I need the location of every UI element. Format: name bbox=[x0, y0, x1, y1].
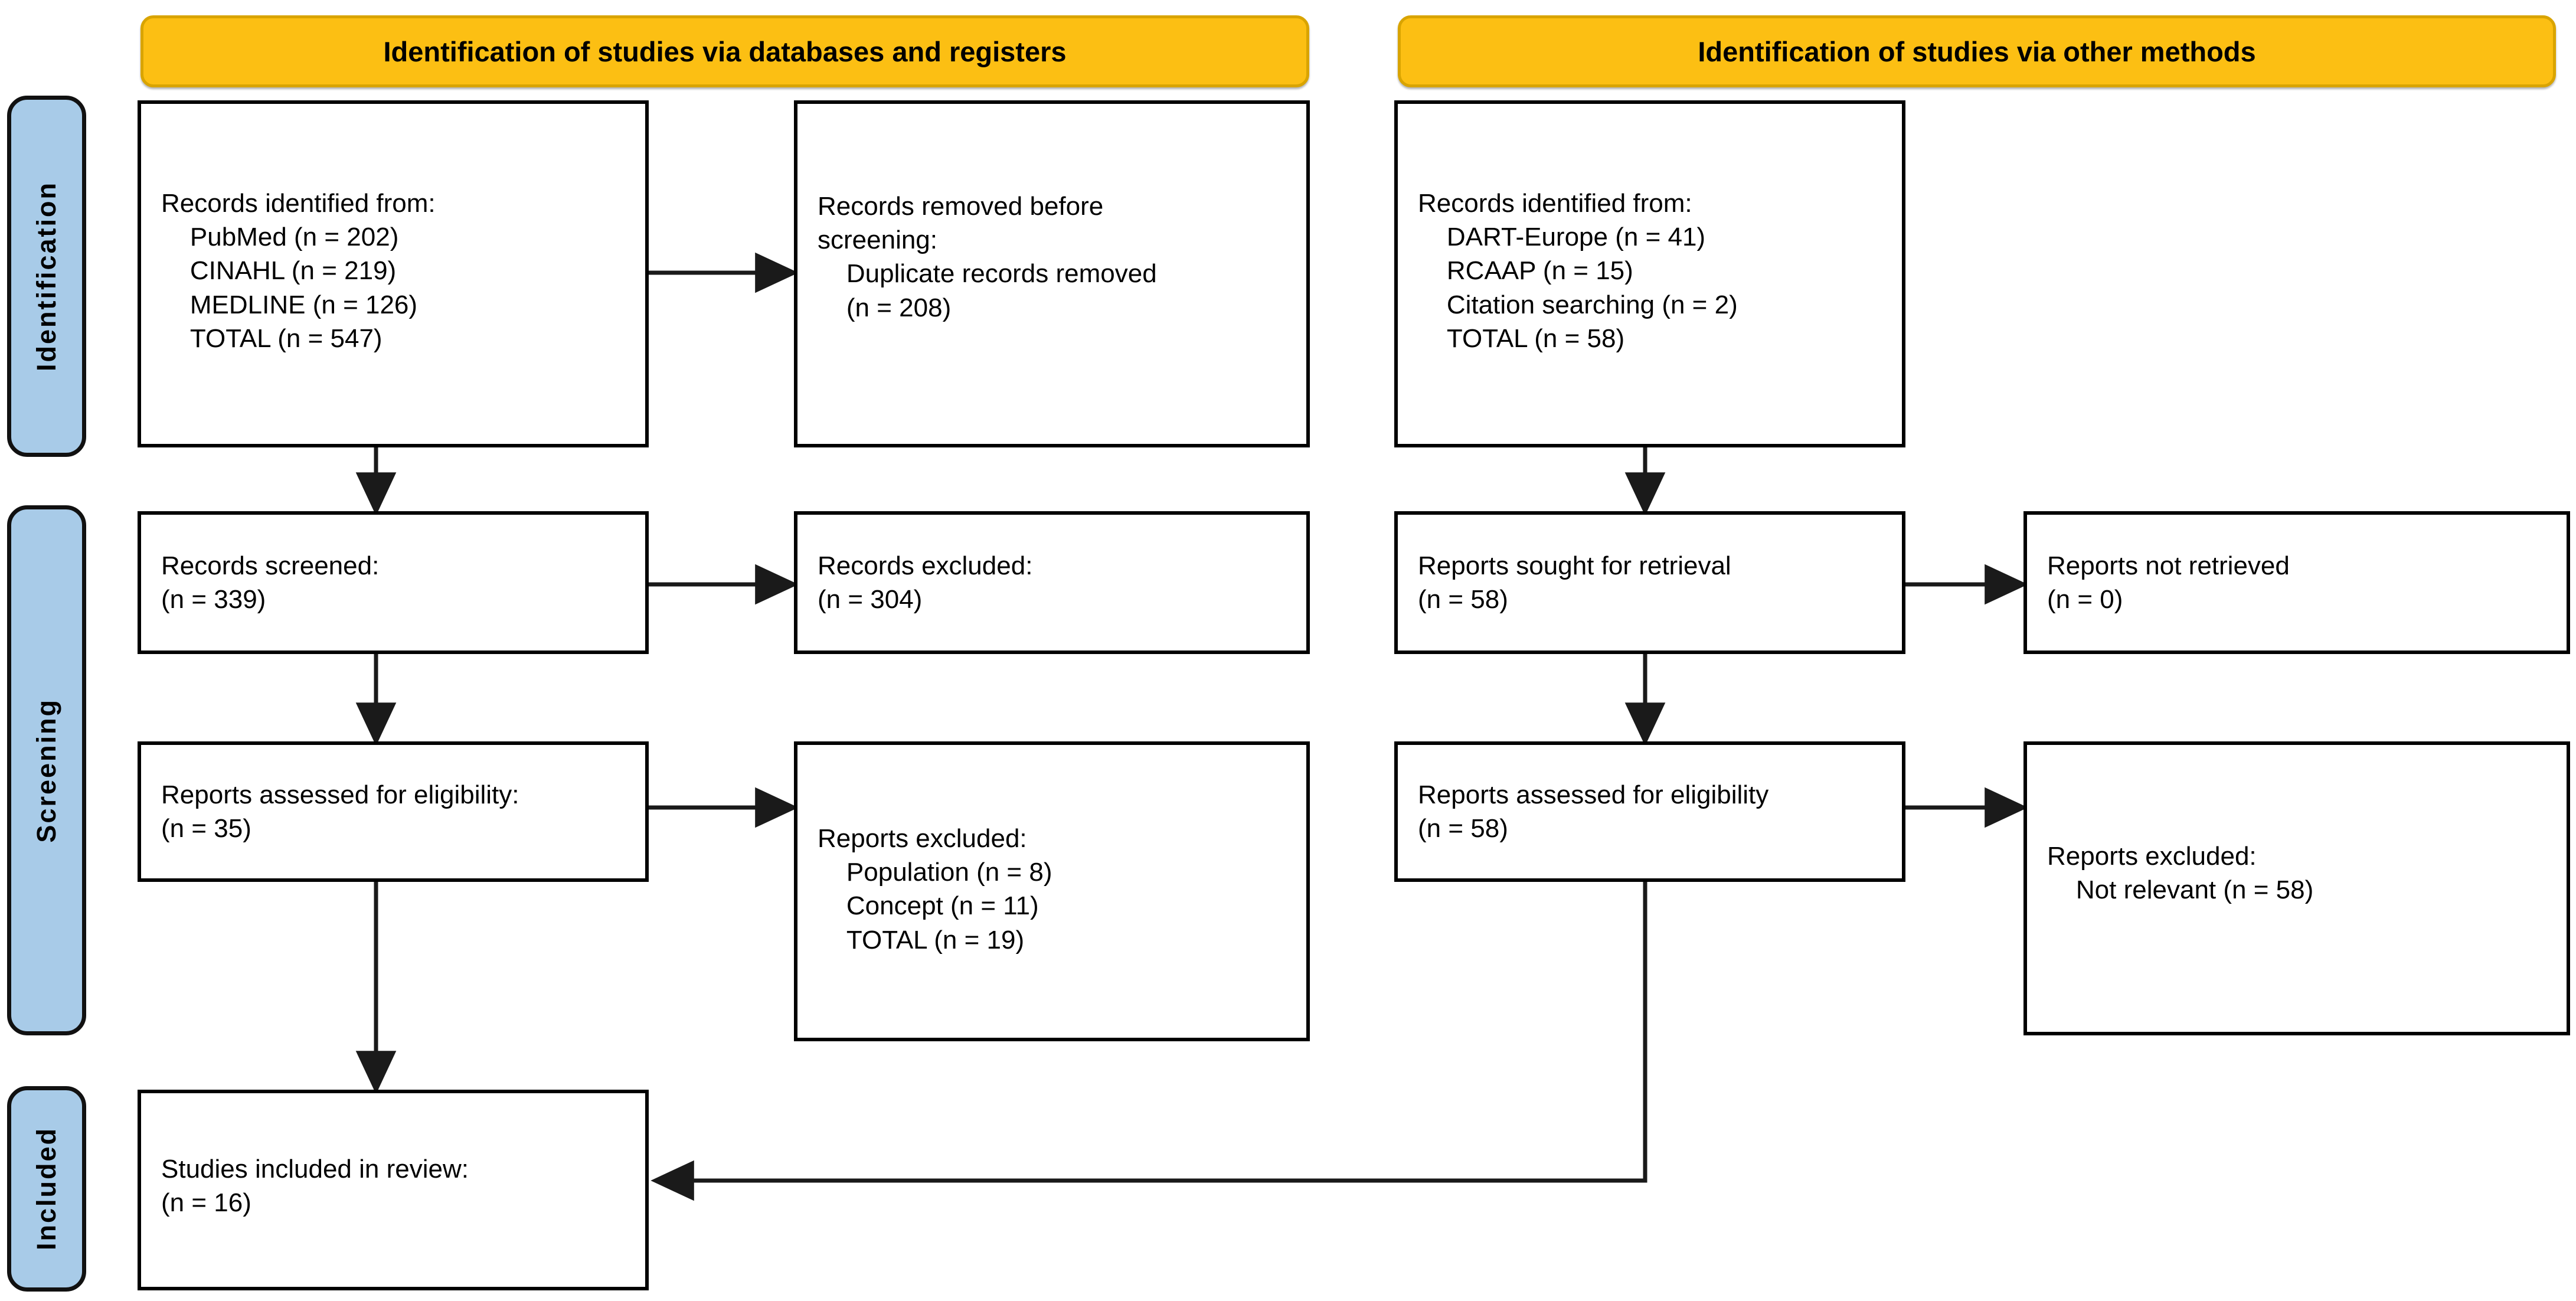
box-reports-assessed-eligibility-databases-text: Reports assessed for eligibility: (n = 3… bbox=[161, 780, 519, 843]
phase-bar-identification: Identification bbox=[7, 96, 86, 457]
box-studies-included-in-review: Studies included in review: (n = 16) bbox=[138, 1090, 649, 1290]
box-records-identified-other-methods: Records identified from: DART-Europe (n … bbox=[1394, 100, 1905, 447]
box-records-removed-before-screening-text: Records removed before screening: Duplic… bbox=[818, 192, 1157, 322]
column-header-databases-label: Identification of studies via databases … bbox=[383, 35, 1067, 67]
box-reports-not-retrieved: Reports not retrieved (n = 0) bbox=[2023, 511, 2570, 654]
phase-label-identification: Identification bbox=[31, 181, 61, 371]
box-reports-excluded-other-text: Reports excluded: Not relevant (n = 58) bbox=[2047, 842, 2314, 905]
box-reports-excluded-other: Reports excluded: Not relevant (n = 58) bbox=[2023, 741, 2570, 1035]
box-records-removed-before-screening: Records removed before screening: Duplic… bbox=[794, 100, 1310, 447]
box-reports-assessed-eligibility-databases: Reports assessed for eligibility: (n = 3… bbox=[138, 741, 649, 882]
column-header-other-methods-label: Identification of studies via other meth… bbox=[1698, 35, 2256, 67]
box-studies-included-in-review-text: Studies included in review: (n = 16) bbox=[161, 1155, 469, 1218]
phase-bar-included: Included bbox=[7, 1086, 86, 1292]
phase-label-included: Included bbox=[31, 1127, 61, 1251]
box-records-identified-databases-text: Records identified from: PubMed (n = 202… bbox=[161, 189, 436, 353]
box-reports-assessed-eligibility-other: Reports assessed for eligibility (n = 58… bbox=[1394, 741, 1905, 882]
box-reports-excluded-databases: Reports excluded: Population (n = 8) Con… bbox=[794, 741, 1310, 1041]
column-header-databases: Identification of studies via databases … bbox=[140, 15, 1309, 87]
phase-bar-screening: Screening bbox=[7, 505, 86, 1035]
phase-label-screening: Screening bbox=[31, 698, 61, 843]
box-records-screened-text: Records screened: (n = 339) bbox=[161, 551, 380, 614]
box-reports-sought-for-retrieval-text: Reports sought for retrieval (n = 58) bbox=[1418, 551, 1731, 614]
box-records-screened: Records screened: (n = 339) bbox=[138, 511, 649, 654]
box-reports-sought-for-retrieval: Reports sought for retrieval (n = 58) bbox=[1394, 511, 1905, 654]
box-records-identified-other-methods-text: Records identified from: DART-Europe (n … bbox=[1418, 189, 1738, 353]
box-reports-not-retrieved-text: Reports not retrieved (n = 0) bbox=[2047, 551, 2290, 614]
box-records-excluded: Records excluded: (n = 304) bbox=[794, 511, 1310, 654]
box-reports-assessed-eligibility-other-text: Reports assessed for eligibility (n = 58… bbox=[1418, 780, 1769, 843]
box-records-identified-databases: Records identified from: PubMed (n = 202… bbox=[138, 100, 649, 447]
box-reports-excluded-databases-text: Reports excluded: Population (n = 8) Con… bbox=[818, 824, 1052, 954]
column-header-other-methods: Identification of studies via other meth… bbox=[1398, 15, 2556, 87]
box-records-excluded-text: Records excluded: (n = 304) bbox=[818, 551, 1033, 614]
